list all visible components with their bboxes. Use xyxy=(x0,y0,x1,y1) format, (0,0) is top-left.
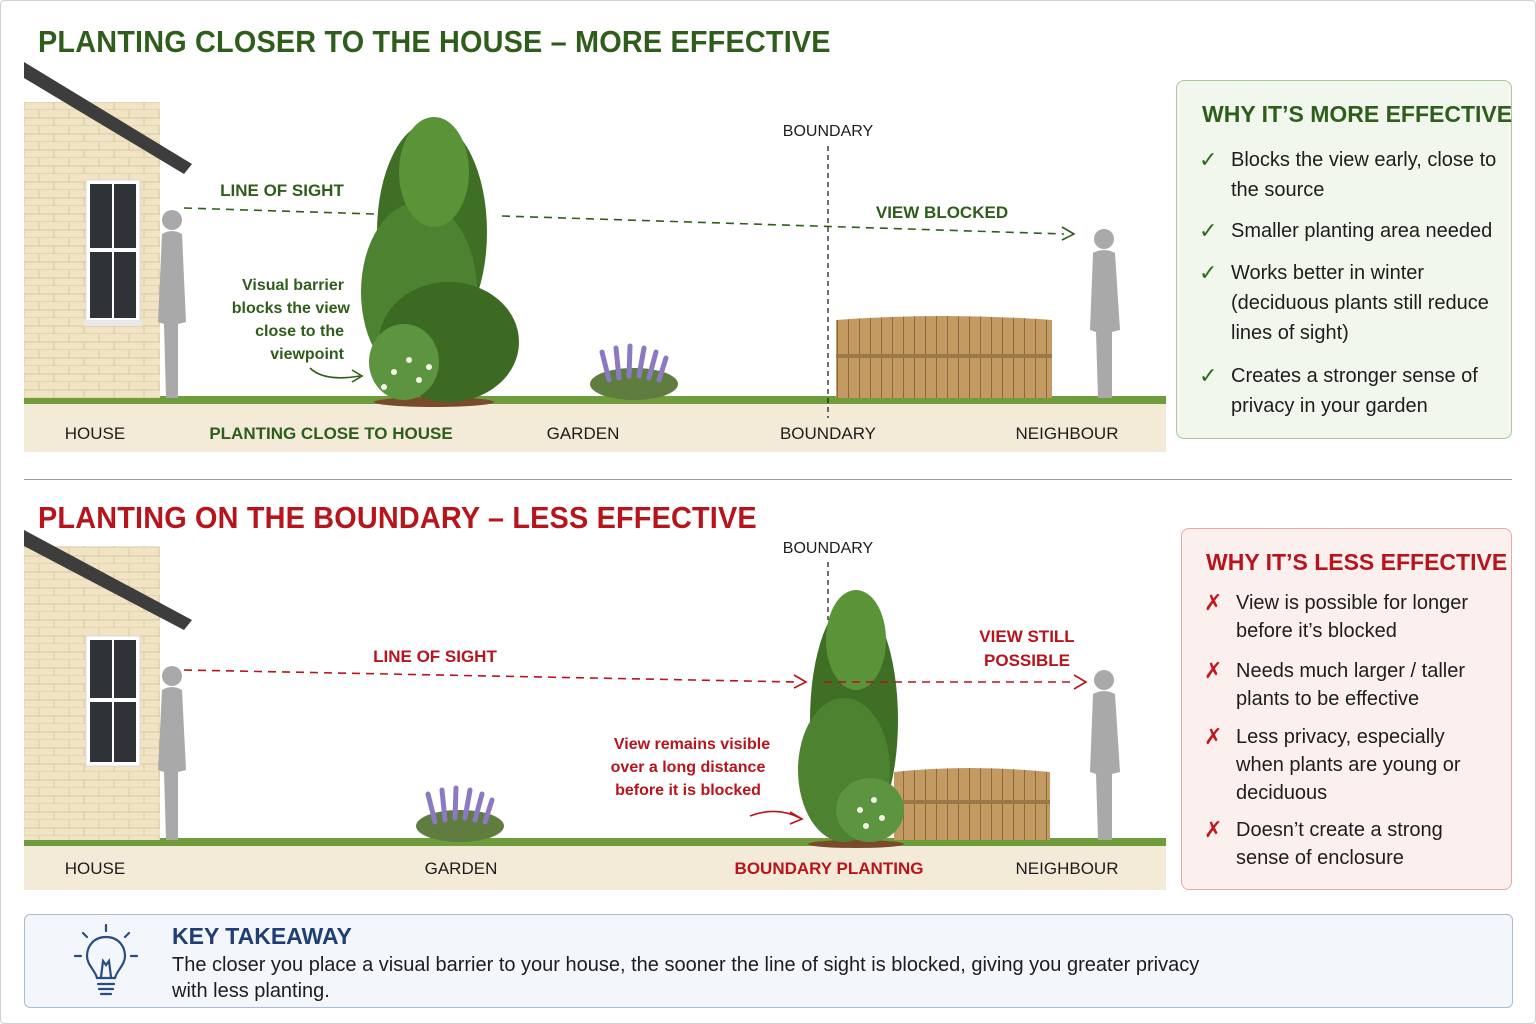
benefit-text: (deciduous plants still reduce xyxy=(1231,292,1489,314)
boundary-shrub xyxy=(798,590,904,848)
drawback-text: when plants are young or xyxy=(1236,754,1461,776)
more-effective-panel: WHY IT’S MORE EFFECTIVE ✓ Blocks the vie… xyxy=(1176,80,1512,439)
cross-icon: ✗ xyxy=(1204,817,1223,842)
annotation-arrowhead xyxy=(351,369,364,383)
ground-label-neighbour: NEIGHBOUR xyxy=(1016,424,1119,443)
ground-band xyxy=(24,402,1166,452)
check-icon: ✓ xyxy=(1199,260,1218,285)
grass-strip xyxy=(24,838,1166,846)
drawback-text: View is possible for longer xyxy=(1236,592,1468,614)
ground-label-house: HOUSE xyxy=(65,424,125,443)
drawback-text: deciduous xyxy=(1236,782,1328,804)
benefit-text: the source xyxy=(1231,179,1325,201)
view-still-possible-label-line-2: POSSIBLE xyxy=(984,651,1070,670)
cross-icon: ✗ xyxy=(1204,658,1223,683)
drawback-text: plants to be effective xyxy=(1236,688,1420,710)
annotation-line-1: Visual barrier xyxy=(242,277,344,294)
line-of-sight-arrowhead-1 xyxy=(793,674,808,689)
lavender-plant xyxy=(590,343,678,400)
boundary-label: BOUNDARY xyxy=(783,540,874,557)
view-remains-annotation: View remains visible over a long distanc… xyxy=(611,736,771,799)
line-of-sight-label: LINE OF SIGHT xyxy=(220,181,344,200)
drawback-text: Needs much larger / taller xyxy=(1236,660,1465,682)
ground-label-garden: GARDEN xyxy=(547,424,620,443)
line-of-sight-segment-1 xyxy=(183,207,375,215)
visual-barrier-annotation: Visual barrier blocks the view close to … xyxy=(232,277,351,363)
bottom-section-title: PLANTING ON THE BOUNDARY – LESS EFFECTIV… xyxy=(38,500,757,535)
boundary-label: BOUNDARY xyxy=(783,123,874,140)
line-of-sight-segment-1 xyxy=(183,669,797,683)
bottom-scene-illustration: BOUNDARY LINE OF SIGHT VIEW STILL POSSIB… xyxy=(24,530,1166,890)
ground-label-neighbour: NEIGHBOUR xyxy=(1016,859,1119,878)
benefit-text: Blocks the view early, close to xyxy=(1231,149,1497,171)
house-illustration xyxy=(24,62,192,398)
shrub-near-house xyxy=(361,117,519,407)
more-effective-heading: WHY IT’S MORE EFFECTIVE xyxy=(1202,101,1513,127)
cross-icon: ✗ xyxy=(1204,590,1223,615)
drawback-text: Less privacy, especially xyxy=(1236,726,1445,748)
key-takeaway-text-line: with less planting. xyxy=(172,980,330,1002)
annotation-line-4: viewpoint xyxy=(270,346,344,363)
line-of-sight-arrowhead-2 xyxy=(1073,674,1088,690)
annotation-arrowhead xyxy=(789,811,804,825)
less-effective-panel: WHY IT’S LESS EFFECTIVE ✗ View is possib… xyxy=(1181,528,1512,890)
annotation-line-3: before it is blocked xyxy=(615,782,761,799)
benefit-text: privacy in your garden xyxy=(1231,395,1428,417)
benefit-text: Smaller planting area needed xyxy=(1231,220,1493,242)
ground-label-boundary-planting: BOUNDARY PLANTING xyxy=(735,859,924,878)
drawback-text: sense of enclosure xyxy=(1236,847,1404,869)
ground-label-garden: GARDEN xyxy=(425,859,498,878)
view-still-possible-label-line-1: VIEW STILL xyxy=(979,627,1074,646)
house-illustration xyxy=(24,530,192,840)
fence-illustration xyxy=(894,768,1050,840)
key-takeaway-box: KEY TAKEAWAY The closer you place a visu… xyxy=(24,914,1513,1008)
line-of-sight-arrowhead xyxy=(1061,226,1076,241)
section-divider xyxy=(24,479,1512,480)
check-icon: ✓ xyxy=(1199,218,1218,243)
lightbulb-icon xyxy=(73,923,139,996)
ground-label-boundary: BOUNDARY xyxy=(780,424,876,443)
lavender-plant xyxy=(416,785,504,842)
key-takeaway-heading: KEY TAKEAWAY xyxy=(172,923,352,949)
neighbour-person xyxy=(1090,670,1120,840)
ground-band xyxy=(24,844,1166,890)
benefit-text: Works better in winter xyxy=(1231,262,1425,284)
person-at-house xyxy=(158,210,186,398)
drawback-text: Doesn’t create a strong xyxy=(1236,819,1443,841)
annotation-line-3: close to the xyxy=(255,323,344,340)
key-takeaway-text-line: The closer you place a visual barrier to… xyxy=(172,954,1200,976)
less-effective-heading: WHY IT’S LESS EFFECTIVE xyxy=(1206,549,1508,575)
key-takeaway-text: The closer you place a visual barrier to… xyxy=(172,952,1252,1004)
cross-icon: ✗ xyxy=(1204,724,1223,749)
check-icon: ✓ xyxy=(1199,147,1218,172)
annotation-line-1: View remains visible xyxy=(614,736,770,753)
line-of-sight-label: LINE OF SIGHT xyxy=(373,647,497,666)
benefit-text: Creates a stronger sense of xyxy=(1231,365,1478,387)
top-scene-illustration: BOUNDARY LINE OF SIGHT VIEW BLOCKED Visu… xyxy=(24,62,1166,452)
annotation-arrow xyxy=(749,810,801,819)
annotation-line-2: over a long distance xyxy=(611,759,766,776)
ground-label-planting: PLANTING CLOSE TO HOUSE xyxy=(209,424,452,443)
ground-label-house: HOUSE xyxy=(65,859,125,878)
check-icon: ✓ xyxy=(1199,363,1218,388)
annotation-line-2: blocks the view xyxy=(232,300,351,317)
neighbour-person xyxy=(1090,229,1120,398)
view-blocked-label: VIEW BLOCKED xyxy=(876,203,1008,222)
person-at-house xyxy=(158,666,186,840)
top-section-title: PLANTING CLOSER TO THE HOUSE – MORE EFFE… xyxy=(38,24,831,59)
fence-illustration xyxy=(836,316,1052,398)
grass-strip xyxy=(24,396,1166,404)
annotation-arrow xyxy=(309,367,361,379)
line-of-sight-segment-2 xyxy=(501,215,1065,235)
benefit-text: lines of sight) xyxy=(1231,322,1349,344)
drawback-text: before it’s blocked xyxy=(1236,620,1397,642)
